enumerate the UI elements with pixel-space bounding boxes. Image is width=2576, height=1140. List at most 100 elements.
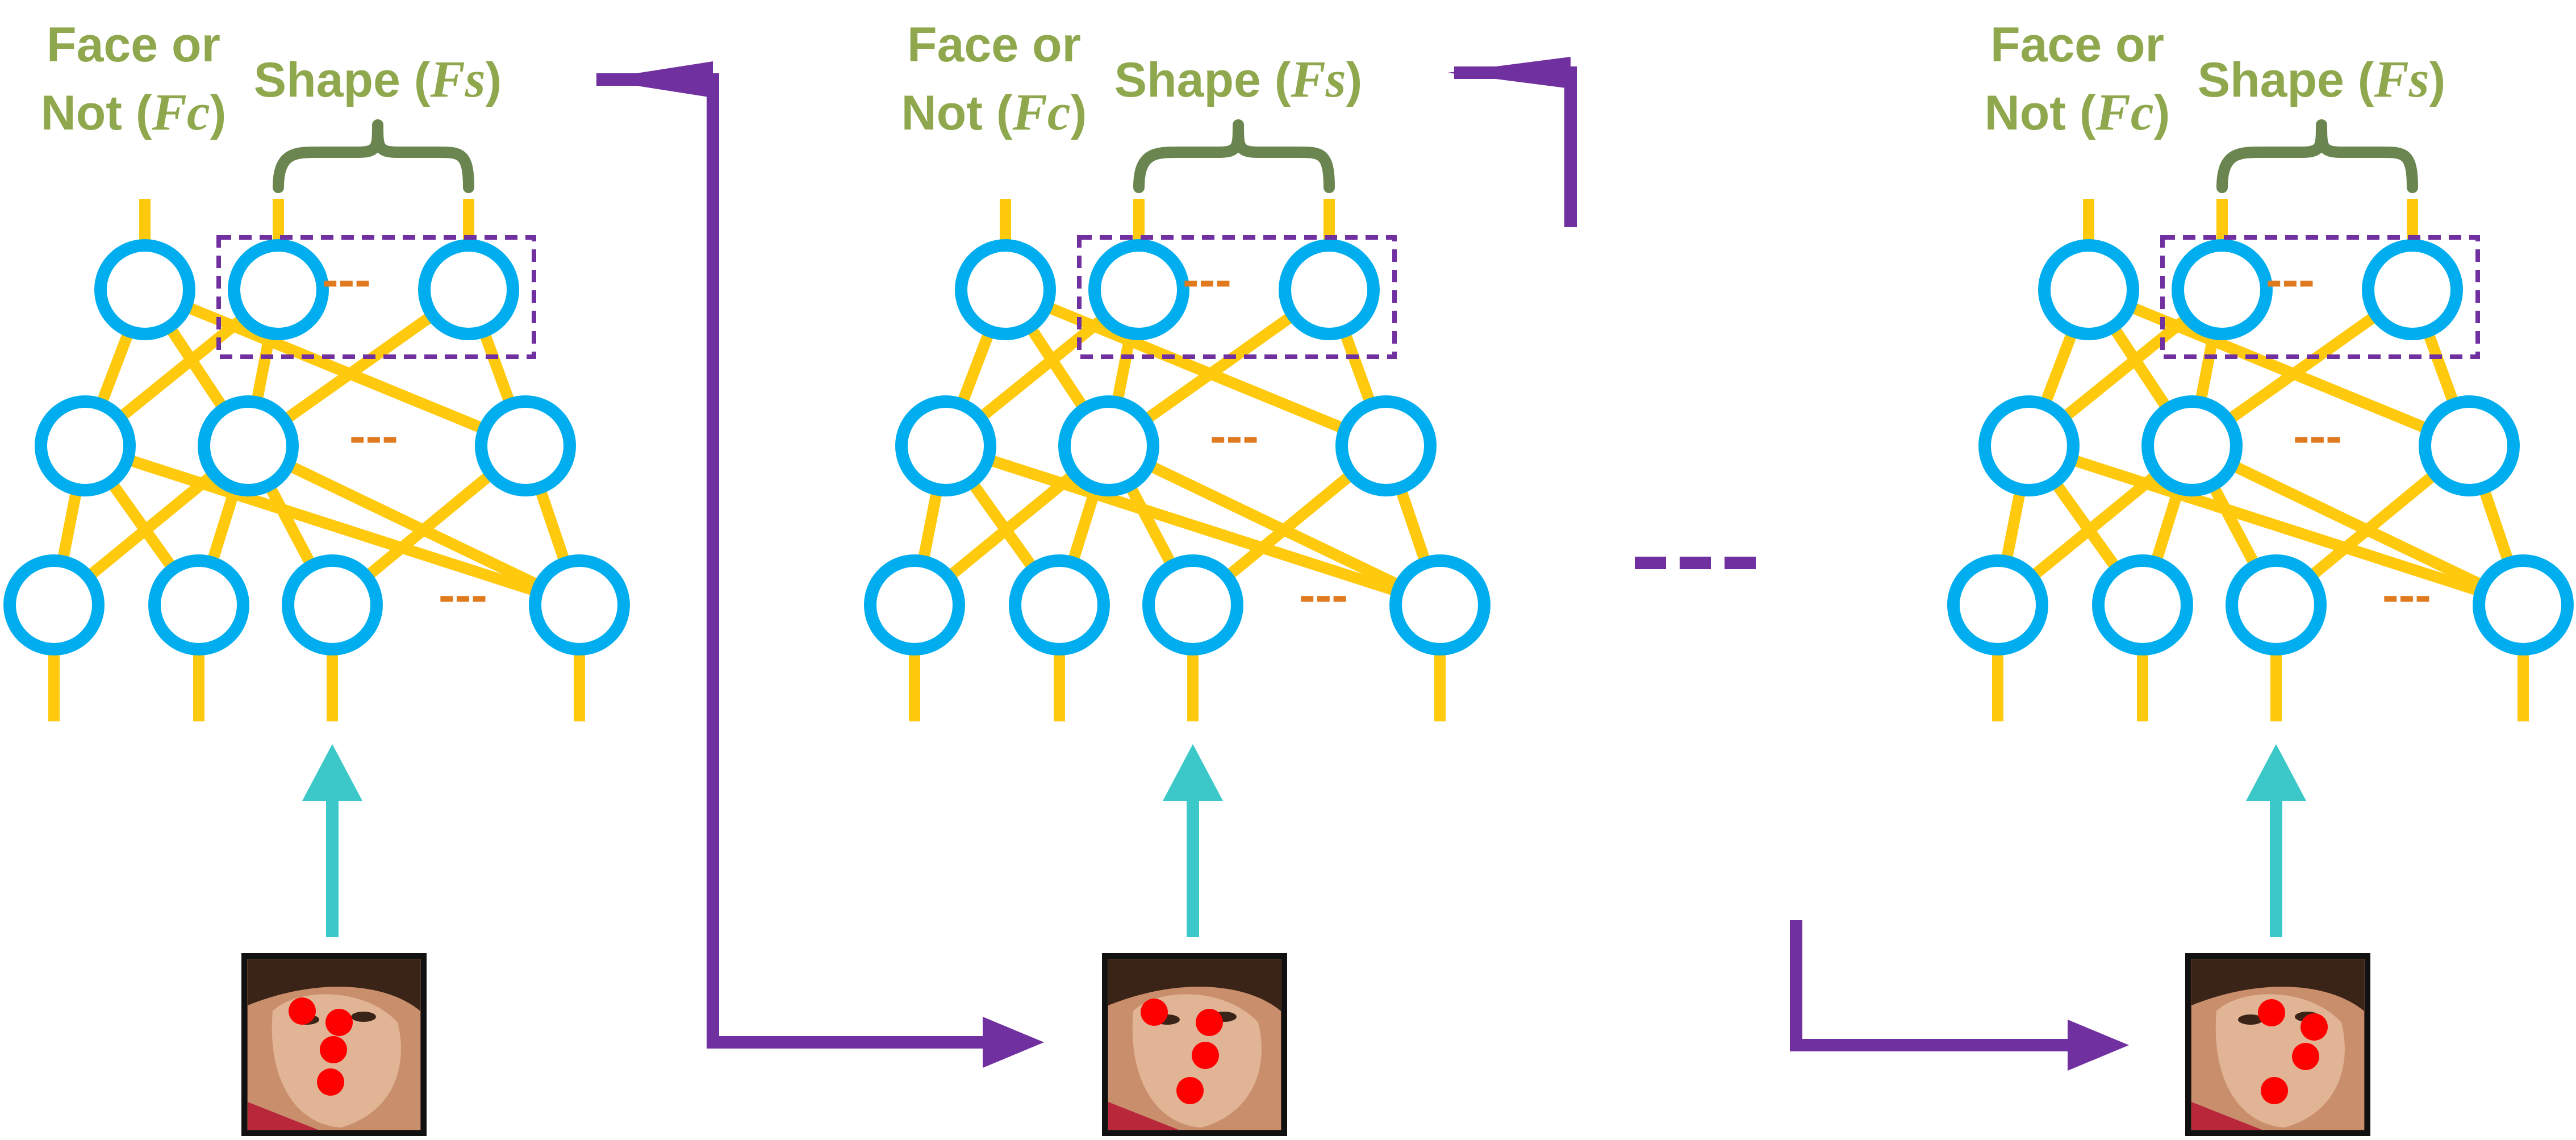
ellipsis-dashes: --- (349, 409, 398, 463)
neuron-node-l2-1 (1978, 395, 2080, 496)
shape-label: Shape (Fs) (1114, 50, 1362, 108)
landmark-point-1 (2258, 999, 2285, 1026)
neuron-node-l3-2 (2172, 239, 2273, 340)
edge (2086, 284, 2471, 452)
input-arrow-head-icon (2246, 744, 2306, 801)
face-label-variable: Fc (151, 83, 210, 141)
landmark-point-4 (317, 1068, 344, 1096)
edge (2027, 440, 2525, 611)
neuron-node-l3-1 (2038, 239, 2139, 340)
face-or-not-label-line1: Face or (907, 18, 1081, 72)
neuron-node-l3-3 (2362, 239, 2463, 340)
landmark-point-3 (1192, 1042, 1219, 1069)
shape-label-prefix: Shape ( (1114, 53, 1291, 107)
face-label-variable: Fc (1012, 83, 1070, 141)
neuron-node-l2-2 (198, 395, 299, 496)
hair (248, 959, 420, 1011)
landmark-point-3 (2292, 1043, 2319, 1070)
ellipsis-dashes: --- (2382, 568, 2431, 623)
edge (943, 440, 1442, 611)
face-label-suffix: ) (210, 86, 227, 140)
ellipsis-dashes: --- (1210, 409, 1259, 463)
shape-label: Shape (Fs) (2198, 50, 2445, 108)
shape-label-variable: Fs (429, 50, 485, 108)
hair (1108, 959, 1281, 1011)
neuron-node-l2-2 (2141, 395, 2243, 496)
shape-outputs-selection-box (2160, 235, 2480, 359)
shirt (2191, 1102, 2262, 1130)
neuron-node-l2-1 (895, 395, 996, 496)
neuron-node-l1-2 (1009, 554, 1110, 655)
shape-brace-icon (2216, 119, 2418, 193)
shirt (1108, 1102, 1179, 1130)
ellipsis-dashes: --- (439, 568, 487, 623)
edge (1003, 284, 1388, 452)
neuron-node-l1-1 (864, 554, 965, 655)
neuron-node-l3-3 (1279, 239, 1380, 340)
neuron-node-l2-2 (1058, 395, 1159, 496)
landmark-point-4 (1176, 1077, 1204, 1104)
face-or-not-label-line1: Face or (1990, 18, 2164, 72)
stage-ellipsis-dash-2 (1680, 557, 1711, 569)
neuron-node-l1-4 (1389, 554, 1491, 655)
face-label-suffix: ) (1071, 86, 1087, 140)
neuron-node-l1-1 (3, 554, 105, 655)
neuron-node-l1-3 (282, 554, 383, 655)
neuron-node-l1-4 (2473, 554, 2574, 655)
stage-ellipsis-dash-1 (1635, 557, 1666, 569)
neuron-node-l3-2 (1088, 239, 1189, 340)
shape-label-prefix: Shape ( (254, 53, 431, 107)
landmark-point-3 (320, 1036, 347, 1063)
neuron-node-l3-1 (94, 239, 195, 340)
shape-label-suffix: ) (486, 53, 502, 107)
shirt (248, 1102, 318, 1130)
face-label-variable: Fc (2095, 83, 2153, 141)
face-or-not-label-line1: Face or (47, 18, 220, 72)
neuron-node-l1-3 (1142, 554, 1243, 655)
hair (2191, 959, 2364, 1011)
ellipsis-dashes: --- (322, 253, 371, 307)
flow-arrow-1-head-icon (983, 1017, 1044, 1068)
eye-left (2238, 1014, 2263, 1025)
ellipsis-dashes: --- (2293, 409, 2342, 463)
landmark-point-2 (1196, 1009, 1223, 1036)
face-or-not-label-line2: Not (Fc) (1985, 83, 2170, 141)
shape-label-suffix: ) (1346, 53, 1363, 107)
input-arrow-head-icon (1163, 744, 1223, 801)
shape-label-prefix: Shape ( (2198, 53, 2374, 107)
shape-outputs-selection-box (1077, 235, 1397, 359)
ellipsis-dashes: --- (1183, 253, 1231, 307)
neuron-node-l1-4 (529, 554, 630, 655)
landmark-point-2 (325, 1009, 353, 1036)
flow-arrow-1-tail-icon (596, 61, 713, 98)
flow-arrow-2-end-path (1790, 920, 2085, 1051)
face-label-prefix: Not ( (901, 86, 1013, 140)
neuron-node-l1-2 (2092, 554, 2193, 655)
flow-arrow-2-start-path (1454, 66, 1577, 227)
flow-arrow-2-head-icon (2068, 1020, 2129, 1071)
neuron-node-l1-1 (1947, 554, 2048, 655)
neuron-node-l3-3 (418, 239, 519, 340)
face-thumbnail-icon (1102, 953, 1287, 1136)
eye-right (351, 1012, 376, 1022)
edge (83, 440, 582, 611)
edge (2189, 440, 2526, 611)
shape-label-variable: Fs (2373, 50, 2429, 108)
landmark-point-2 (2301, 1013, 2328, 1041)
neuron-node-l1-3 (2226, 554, 2327, 655)
landmark-point-4 (2261, 1077, 2288, 1104)
ellipsis-dashes: --- (1299, 568, 1348, 623)
shape-label: Shape (Fs) (254, 50, 502, 108)
face-label-suffix: ) (2154, 86, 2170, 140)
neuron-node-l2-3 (2419, 395, 2520, 496)
face-or-not-label-line2: Not (Fc) (41, 83, 227, 141)
shape-label-suffix: ) (2429, 53, 2446, 107)
face-or-not-label-line2: Not (Fc) (901, 83, 1087, 141)
neuron-node-l2-3 (1335, 395, 1437, 496)
input-arrow-head-icon (302, 744, 362, 801)
face-thumbnail-icon (2185, 953, 2370, 1136)
face-label-prefix: Not ( (41, 86, 152, 140)
face-thumbnail-icon (241, 953, 427, 1136)
